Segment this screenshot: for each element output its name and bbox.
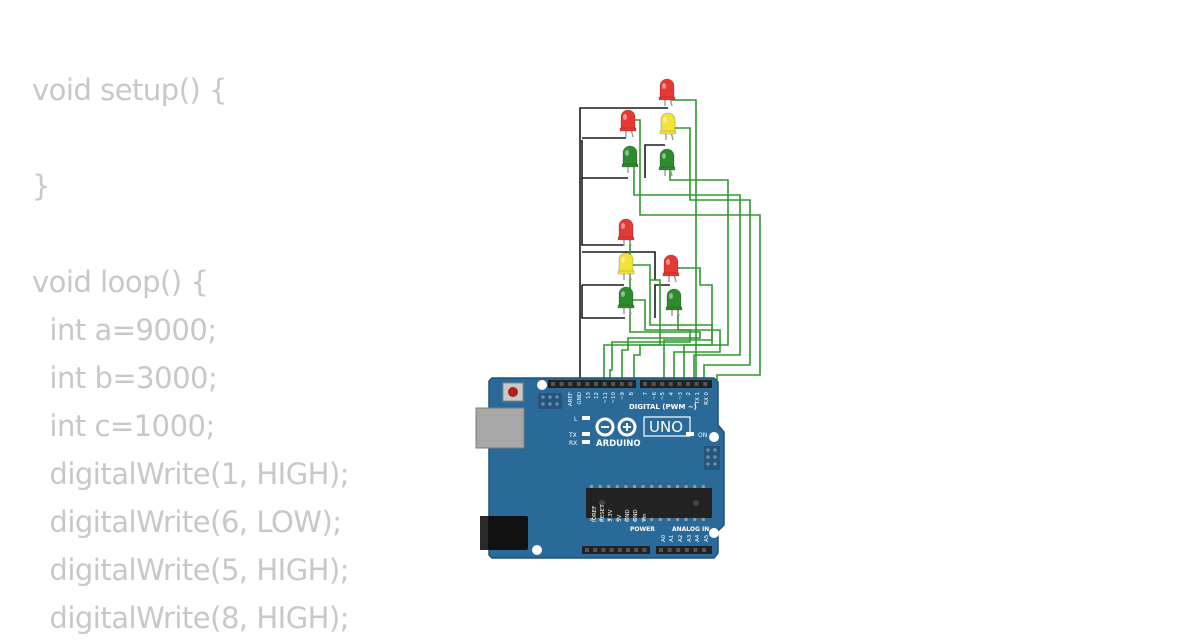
code-line: void setup() { (32, 73, 228, 107)
power-jack (480, 516, 528, 550)
power-pin-label: Vin (642, 513, 648, 522)
digital-header-left (548, 380, 636, 388)
digital-pin-label: 12 (594, 392, 600, 399)
icsp-header-right (704, 446, 720, 470)
power-pin-label: 3.3V (608, 509, 614, 522)
digital-pin-label: ~11 (603, 392, 609, 404)
digital-header-label: DIGITAL (PWM ~) (629, 403, 697, 411)
mounting-hole (709, 528, 719, 538)
digital-pin-label: 8 (629, 392, 635, 396)
analog-pin-label: A5 (704, 534, 710, 542)
digital-pin-label: ~3 (678, 392, 684, 401)
code-line: int a=9000; (32, 313, 217, 347)
analog-pin-label: A4 (695, 534, 701, 542)
power-pin-label: 5V (617, 515, 623, 522)
digital-pin-label: AREF (568, 392, 574, 406)
microcontroller-chip (586, 488, 712, 518)
led-green-icon[interactable] (658, 148, 676, 177)
digital-pin-label: ~9 (620, 392, 626, 401)
led-yellow-icon[interactable] (617, 252, 635, 281)
analog-header-label: ANALOG IN (672, 526, 709, 533)
digital-pin-label: ~10 (611, 392, 617, 404)
tx-led (582, 432, 590, 436)
code-line: int c=1000; (32, 409, 215, 443)
digital-pin-label: ~5 (660, 392, 666, 401)
icsp-header (538, 393, 562, 409)
power-pin-label: GND (625, 509, 631, 522)
ground-wires (579, 107, 670, 385)
digital-pin-label: TX 1 (695, 392, 701, 405)
digital-pin-label: 13 (586, 392, 592, 399)
code-line: int b=3000; (32, 361, 218, 395)
analog-pin-label: A2 (678, 535, 684, 542)
mounting-hole (709, 432, 719, 442)
digital-pin-label: 7 (643, 392, 649, 396)
code-line: digitalWrite(1, HIGH); (32, 457, 350, 491)
analog-pin-label: A3 (687, 534, 693, 542)
power-pin-label: GND (633, 509, 639, 522)
power-pin-label: RESET (600, 504, 606, 522)
model-label: UNO (649, 418, 683, 436)
bottom-header-pins (585, 548, 706, 552)
brand-label: ARDUINO (596, 439, 641, 449)
code-line: void loop() { (32, 265, 209, 299)
led-green-icon[interactable] (665, 288, 683, 317)
tx-led-label: TX (568, 432, 577, 439)
digital-pin-label: RX 0 (704, 392, 710, 405)
led-green-icon[interactable] (617, 286, 635, 315)
power-pin-label: IOREF (592, 506, 598, 522)
code-line: digitalWrite(8, HIGH); (32, 601, 350, 635)
power-header-label: POWER (630, 526, 655, 533)
signal-wires (603, 99, 761, 385)
power-header (582, 546, 650, 554)
digital-pin-label: ~6 (652, 392, 658, 401)
analog-pin-label: A0 (661, 534, 667, 542)
analog-header (656, 546, 712, 554)
rx-led (582, 440, 590, 444)
led-red-icon[interactable] (658, 78, 676, 107)
mounting-hole (532, 545, 542, 555)
led-red-icon[interactable] (662, 254, 680, 283)
digital-pin-label: 2 (686, 392, 692, 396)
on-led-label: ON (698, 432, 707, 439)
code-line: } (32, 169, 50, 203)
model-label-box (643, 416, 691, 437)
code-line: digitalWrite(6, LOW); (32, 505, 342, 539)
led-yellow-icon[interactable] (659, 112, 677, 141)
code-editor[interactable]: void setup() {} void loop() { int a=9000;… (32, 66, 350, 642)
l-led-label: L (574, 416, 578, 423)
arduino-logo-icon (595, 417, 637, 437)
led-red-icon[interactable] (617, 218, 635, 247)
digital-pin-label: GND (577, 392, 583, 405)
usb-connector (475, 407, 525, 449)
rx-led-label: RX (569, 440, 577, 447)
digital-header-pins (551, 382, 708, 386)
leds (617, 78, 683, 317)
code-line: digitalWrite(5, HIGH); (32, 553, 350, 587)
digital-pin-label: 4 (669, 392, 675, 396)
led-red-icon[interactable] (619, 109, 637, 138)
l-led (582, 416, 590, 420)
digital-header-right (640, 380, 712, 388)
led-green-icon[interactable] (621, 145, 639, 174)
analog-pin-label: A1 (669, 535, 675, 542)
mounting-hole (537, 380, 547, 390)
